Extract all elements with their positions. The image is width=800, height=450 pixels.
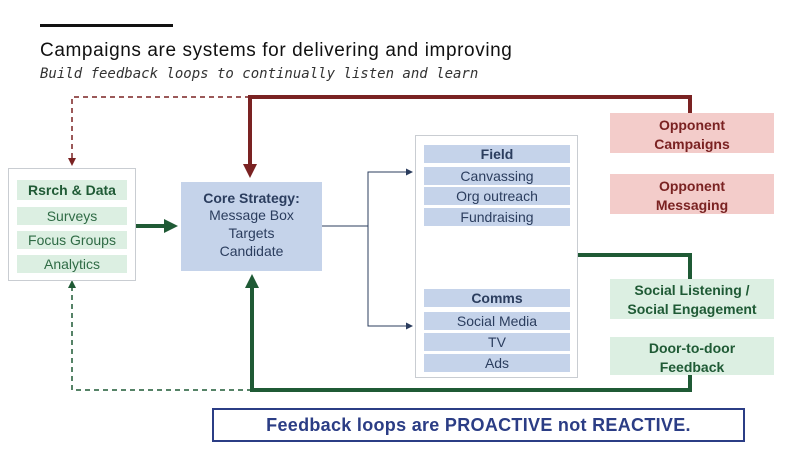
- social-listening-line: Social Listening /: [634, 282, 750, 298]
- title-rule: [40, 24, 173, 27]
- comms-heading: Comms: [424, 289, 570, 307]
- field-item: Org outreach: [424, 187, 570, 205]
- page-title: Campaigns are systems for delivering and…: [40, 40, 513, 61]
- research-heading: Rsrch & Data: [17, 180, 127, 200]
- opponent-messaging-line: Opponent: [658, 178, 726, 194]
- feedback-core-arrow: [245, 274, 692, 392]
- core-strategy-line: Message Box: [209, 207, 294, 223]
- core-strategy-line: Targets: [228, 225, 275, 241]
- core-strategy-heading: Core Strategy:: [203, 190, 300, 206]
- social-listening-box: Social Listening / Social Engagement: [610, 279, 774, 319]
- opponent-messaging-box: Opponent Messaging: [610, 174, 774, 214]
- research-item: Surveys: [17, 207, 127, 225]
- comms-item: Social Media: [424, 312, 570, 330]
- core-strategy-box: Core Strategy: Message Box Targets Candi…: [181, 182, 322, 271]
- opponent-messaging-line: Messaging: [655, 197, 729, 213]
- door-to-door-box: Door-to-door Feedback: [610, 337, 774, 375]
- door-to-door-line: Door-to-door: [648, 340, 736, 356]
- field-heading: Field: [424, 145, 570, 163]
- field-item: Canvassing: [424, 167, 570, 185]
- opponent-research-dashed-arrow: [68, 96, 250, 166]
- field-item: Fundraising: [424, 208, 570, 226]
- door-to-door-line: Feedback: [659, 359, 725, 375]
- opponent-campaigns-line: Opponent: [658, 117, 726, 133]
- social-listening-line: Social Engagement: [627, 301, 757, 317]
- feedback-loop-line: [578, 253, 692, 280]
- page-subtitle: Build feedback loops to continually list…: [40, 66, 479, 82]
- research-item: Focus Groups: [17, 231, 127, 249]
- proactive-callout: Feedback loops are PROACTIVE not REACTIV…: [212, 408, 745, 442]
- core-strategy-line: Candidate: [219, 243, 284, 259]
- comms-item: Ads: [424, 354, 570, 372]
- research-item: Analytics: [17, 255, 127, 273]
- comms-item: TV: [424, 333, 570, 351]
- opponent-campaigns-line: Campaigns: [654, 136, 730, 152]
- opponent-campaigns-box: Opponent Campaigns: [610, 113, 774, 153]
- feedback-research-dashed-arrow: [68, 280, 252, 391]
- core-to-comms-arrow: [367, 226, 413, 330]
- opponent-feedback-arrow: [243, 95, 692, 178]
- core-to-field-arrow: [367, 168, 413, 226]
